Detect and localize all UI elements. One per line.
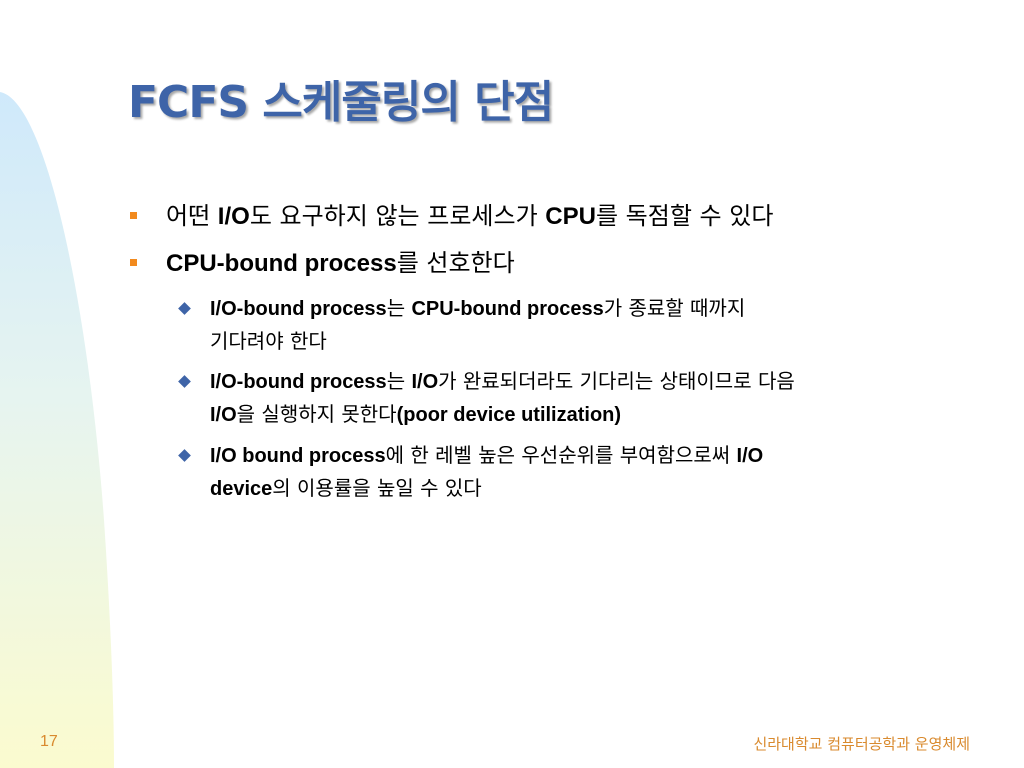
diamond-bullet-icon [178, 375, 191, 388]
bullet-text: 의 이용률을 높일 수 있다 [272, 476, 482, 500]
bullet-text: 기다려야 한다 [210, 329, 327, 353]
bullet-text: CPU-bound process [411, 298, 604, 320]
page-number: 17 [40, 733, 58, 750]
bullet-text: I/O [736, 445, 764, 467]
square-bullet-icon [130, 259, 137, 266]
slide-body: 어떤 I/O도 요구하지 않는 프로세스가 CPU를 독점할 수 있다 CPU-… [128, 198, 998, 513]
footer-text: 신라대학교 컴퓨터공학과 운영체제 [753, 735, 970, 753]
bullet-text: 를 독점할 수 있다 [595, 202, 774, 230]
bullet-text: I/O bound process [210, 445, 386, 467]
bullet-text: device [210, 478, 273, 500]
square-bullet-icon [130, 212, 137, 219]
bullet-text: I/O [411, 371, 439, 393]
bullet-text: 어떤 [166, 202, 218, 230]
bullet-text: 를 선호한다 [396, 249, 515, 277]
sub-bullet-item: I/O-bound process는 CPU-bound process가 종료… [128, 292, 998, 357]
bullet-text: CPU-bound process [166, 250, 397, 277]
bullet-text: 가 완료되더라도 기다리는 상태이므로 다음 [438, 369, 795, 393]
bullet-text: I/O-bound process [210, 371, 387, 393]
bullet-text: I/O [210, 404, 237, 426]
bullet-text: I/O [217, 203, 250, 230]
bullet-item: 어떤 I/O도 요구하지 않는 프로세스가 CPU를 독점할 수 있다 [128, 198, 998, 235]
bullet-text: 에 한 레벨 높은 우선순위를 부여함으로써 [385, 443, 737, 467]
bullet-text: 는 [386, 296, 412, 320]
bullet-text: 을 실행하지 못한다 [236, 402, 397, 426]
bullet-text: 가 종료할 때까지 [603, 296, 746, 320]
bullet-text: 는 [386, 369, 412, 393]
sub-bullet-item: I/O-bound process는 I/O가 완료되더라도 기다리는 상태이므… [128, 365, 998, 431]
sub-bullet-item: I/O bound process에 한 레벨 높은 우선순위를 부여함으로써 … [128, 439, 998, 505]
bullet-text: I/O-bound process [210, 298, 387, 320]
diamond-bullet-icon [178, 449, 191, 462]
slide-title: FCFS 스케줄링의 단점 [128, 77, 554, 128]
bullet-text: CPU [545, 203, 596, 230]
bullet-text: (poor device utilization) [396, 404, 622, 426]
bullet-item: CPU-bound process를 선호한다 [128, 245, 998, 282]
diamond-bullet-icon [178, 302, 191, 315]
bullet-text: 도 요구하지 않는 프로세스가 [249, 202, 546, 230]
